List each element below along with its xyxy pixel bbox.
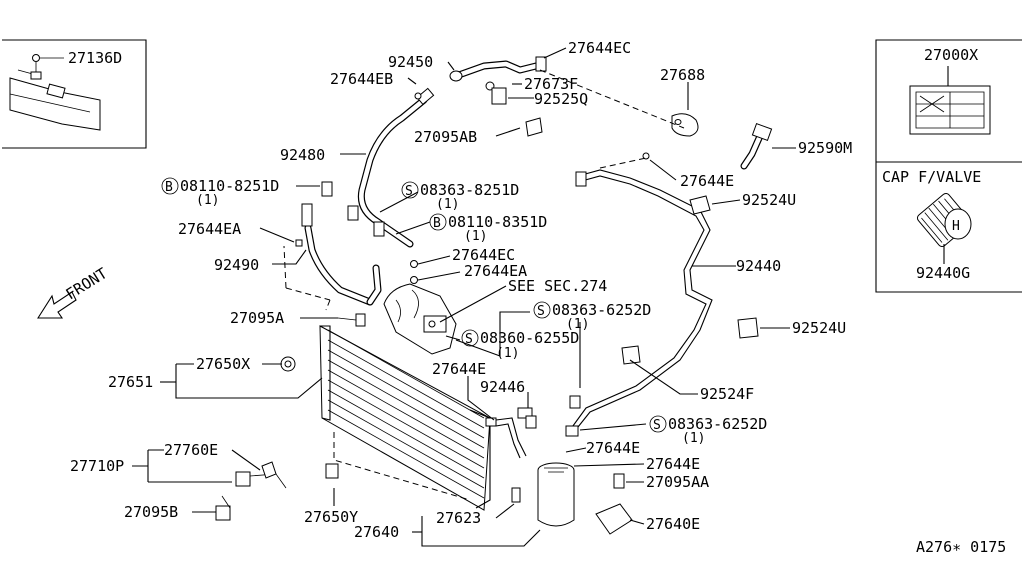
circle-symbols: B S B S S S bbox=[161, 177, 667, 433]
label-92446: 92446 bbox=[480, 378, 525, 396]
hose-92480 bbox=[357, 87, 435, 248]
label-92490: 92490 bbox=[214, 256, 259, 274]
label-27650Y: 27650Y bbox=[304, 508, 358, 526]
pipe-92450 bbox=[449, 56, 547, 82]
valve-h-mark: H bbox=[952, 219, 960, 234]
qty-08363-6252D: (1) bbox=[566, 317, 589, 332]
qty-08110-8351D: (1) bbox=[464, 229, 487, 244]
label-92524U-top: 92524U bbox=[742, 191, 796, 209]
label-see-sec-274: SEE SEC.274 bbox=[508, 277, 607, 295]
label-92525Q: 92525Q bbox=[534, 90, 588, 108]
qty-08363-6252D-b: (1) bbox=[682, 431, 705, 446]
label-08110-8251D: 08110-8251D bbox=[180, 177, 279, 195]
small-parts bbox=[215, 81, 759, 535]
pipe-92446 bbox=[495, 417, 527, 459]
qty-08363-8251D: (1) bbox=[436, 197, 459, 212]
label-27710P: 27710P bbox=[70, 457, 124, 475]
inset-27136D: 27136D bbox=[2, 39, 147, 149]
label-92440G: 92440G bbox=[916, 264, 970, 282]
label-27673F: 27673F bbox=[524, 75, 578, 93]
label-92480: 92480 bbox=[280, 146, 325, 164]
hose-92590M bbox=[740, 122, 773, 170]
label-27623: 27623 bbox=[436, 509, 481, 527]
label-27644E-c: 27644E bbox=[586, 439, 640, 457]
label-27644EA-left: 27644EA bbox=[178, 220, 241, 238]
label-92524U-mid: 92524U bbox=[792, 319, 846, 337]
label-27650X: 27650X bbox=[196, 355, 250, 373]
label-08360-6255D: 08360-6255D bbox=[480, 329, 579, 347]
label-92450: 92450 bbox=[388, 53, 433, 71]
inset-cap-valve: CAP F/VALVE H 92440G bbox=[882, 168, 981, 282]
label-27136D: 27136D bbox=[68, 49, 122, 67]
condenser-27651 bbox=[319, 325, 491, 511]
circle-b-1: B bbox=[165, 180, 173, 195]
label-27095AB: 27095AB bbox=[414, 128, 477, 146]
pipe-92440 bbox=[569, 169, 713, 433]
label-27644E-right: 27644E bbox=[680, 172, 734, 190]
label-08363-8251D: 08363-8251D bbox=[420, 181, 519, 199]
label-92524F: 92524F bbox=[700, 385, 754, 403]
label-27000X: 27000X bbox=[924, 46, 978, 64]
label-27640E: 27640E bbox=[646, 515, 700, 533]
label-27651: 27651 bbox=[108, 373, 153, 391]
circle-s-1: S bbox=[405, 184, 413, 199]
circle-s-3: S bbox=[465, 332, 473, 347]
label-92590M: 92590M bbox=[798, 139, 852, 157]
diagram-code: A276∗ 0175 bbox=[916, 538, 1006, 556]
circle-b-2: B bbox=[433, 216, 441, 231]
label-27644EC-top: 27644EC bbox=[568, 39, 631, 57]
label-27644EB: 27644EB bbox=[330, 70, 393, 88]
part-labels: 92450 27644EC 27644EB 27673F 92525Q 2768… bbox=[70, 39, 1006, 556]
cap-valve-title: CAP F/VALVE bbox=[882, 168, 981, 186]
circle-s-4: S bbox=[653, 418, 661, 433]
leader-lines bbox=[132, 47, 796, 547]
label-08110-8351D: 08110-8351D bbox=[448, 213, 547, 231]
front-label: FRONT bbox=[63, 264, 111, 303]
circle-s-2: S bbox=[537, 304, 545, 319]
qty-08110-8251D: (1) bbox=[196, 193, 219, 208]
front-arrow: FRONT bbox=[36, 264, 111, 319]
qty-08360-6255D: (1) bbox=[496, 346, 519, 361]
label-08363-6252D: 08363-6252D bbox=[552, 301, 651, 319]
label-27644EA-mid: 27644EA bbox=[464, 262, 527, 280]
label-27095A: 27095A bbox=[230, 309, 284, 327]
label-27688: 27688 bbox=[660, 66, 705, 84]
label-27644E-mid: 27644E bbox=[432, 360, 486, 378]
label-27760E: 27760E bbox=[164, 441, 218, 459]
label-27644E-d: 27644E bbox=[646, 455, 700, 473]
label-27095B: 27095B bbox=[124, 503, 178, 521]
label-08363-6252D-b: 08363-6252D bbox=[668, 415, 767, 433]
receiver-drier-27640 bbox=[537, 462, 575, 527]
label-27644EC-mid: 27644EC bbox=[452, 246, 515, 264]
hose-92490 bbox=[301, 203, 382, 306]
label-27640: 27640 bbox=[354, 523, 399, 541]
label-27095AA: 27095AA bbox=[646, 473, 709, 491]
inset-27000X: 27000X bbox=[875, 39, 1022, 293]
label-92440: 92440 bbox=[736, 257, 781, 275]
compressor bbox=[383, 283, 457, 355]
